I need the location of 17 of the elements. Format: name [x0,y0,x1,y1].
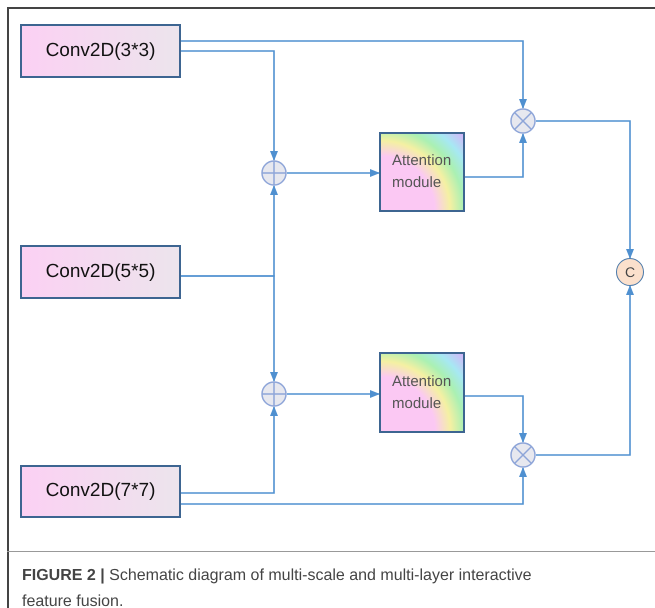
figure-caption: FIGURE 2 | Schematic diagram of multi-scale and multi-layer interactive feature fusion. [22,566,533,608]
arrow [465,133,527,178]
attention-module-box: Attention module [379,352,465,433]
conv-layer-box: Conv2D(7*7) [20,465,181,518]
arrow [536,285,634,456]
conv-layer-box: Conv2D(3*3) [20,24,181,78]
arrow [181,275,278,382]
arrow [287,169,380,177]
arrow [536,120,634,259]
arrow [465,395,527,443]
arrow [181,406,278,494]
conv-layer-box: Conv2D(5*5) [20,245,181,299]
attention-module-box: Attention module [379,132,465,212]
arrow [181,50,278,161]
arrow [287,390,380,398]
arrow [181,40,527,109]
arrow [181,467,527,505]
